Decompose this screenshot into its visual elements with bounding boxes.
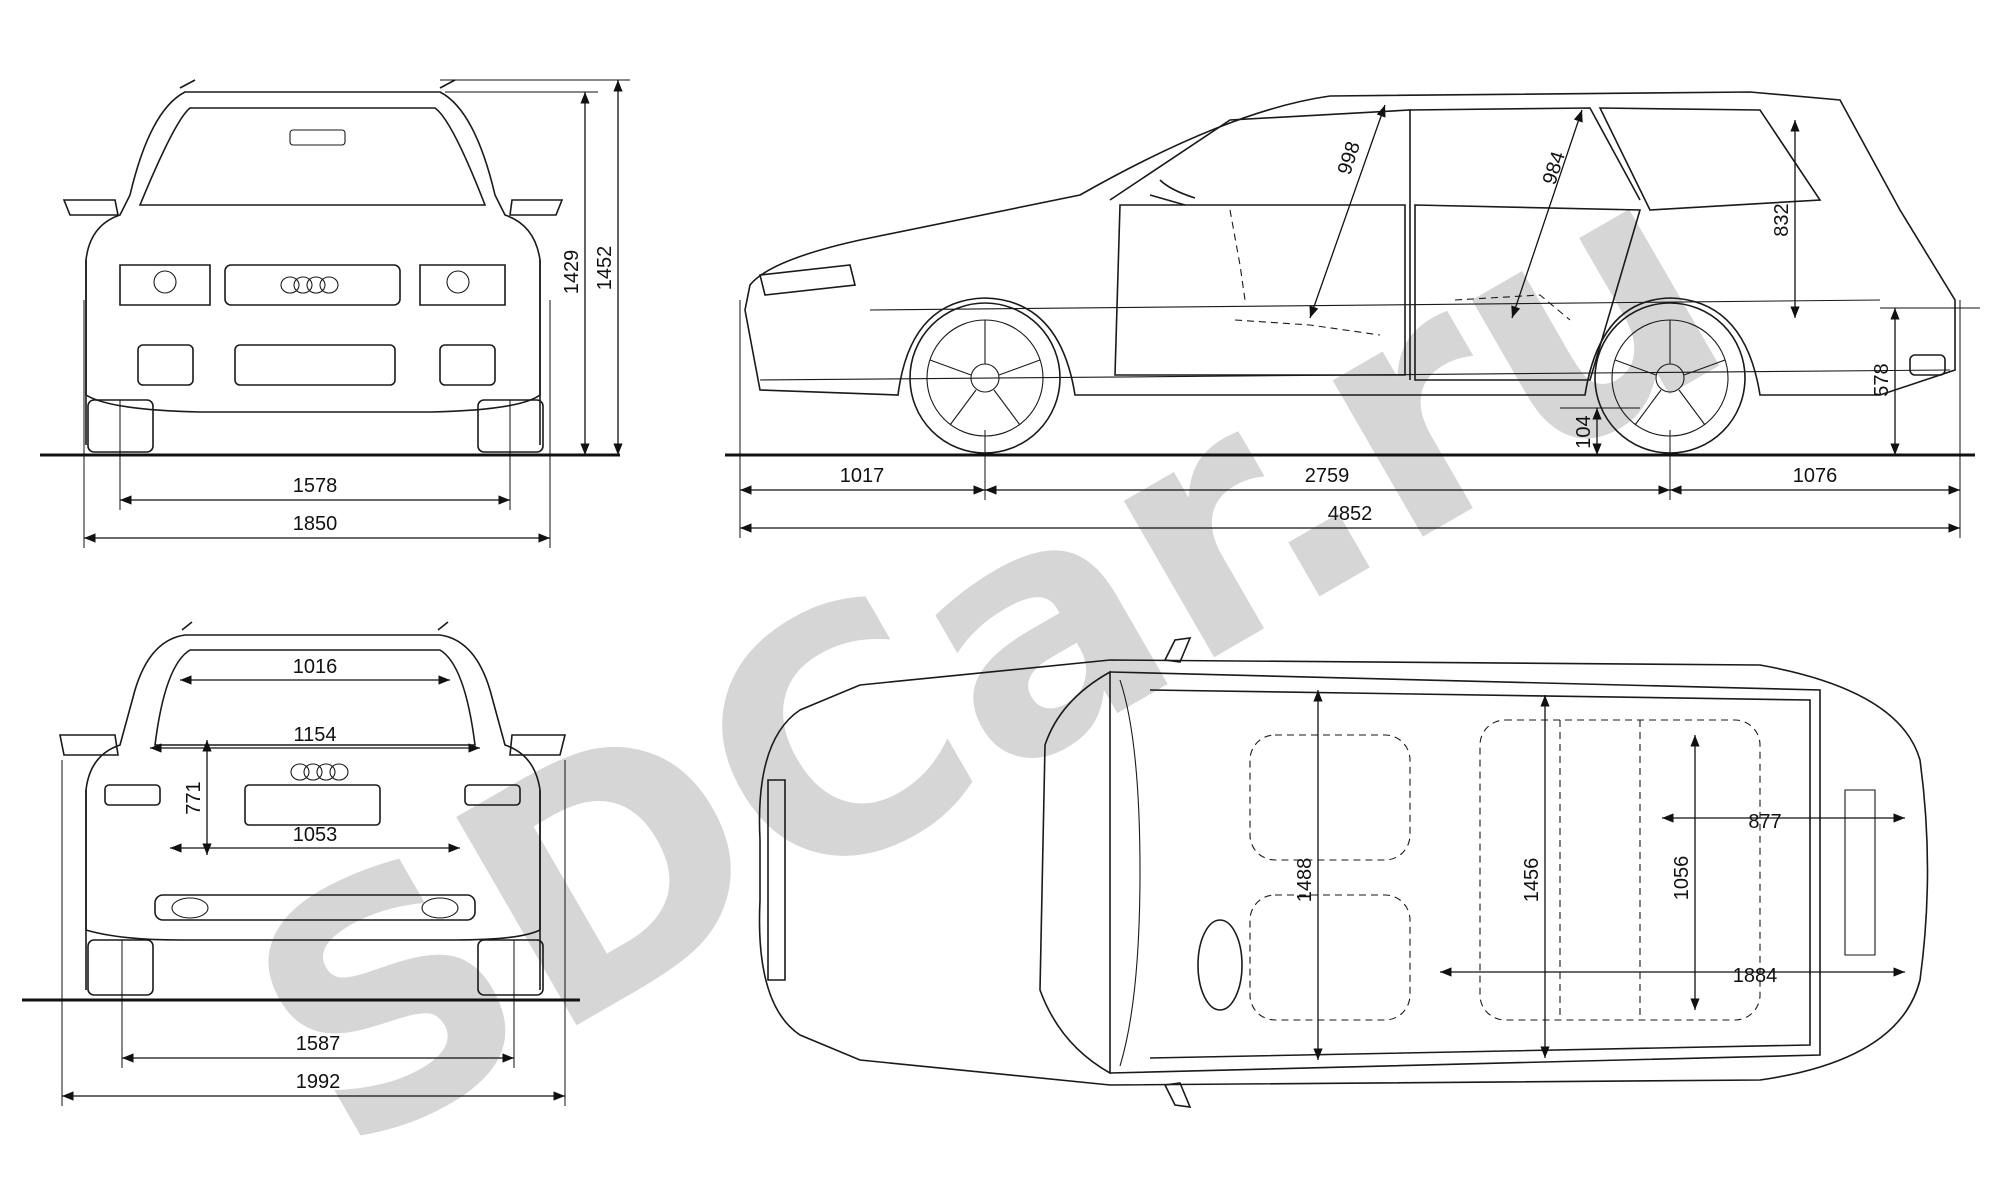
dim-rear-roof-width: 1016 — [293, 656, 338, 678]
dim-trunk-length: 877 — [1748, 811, 1781, 833]
front-view — [62, 79, 564, 453]
dim-front-width: 1850 — [293, 513, 338, 535]
watermark: SDCar.ru — [192, 87, 1783, 1200]
dim-rear-opening-width: 1154 — [293, 724, 336, 746]
dim-rear-track: 1587 — [296, 1033, 341, 1055]
dim-height-1: 1429 — [561, 250, 583, 295]
dim-wheelbase: 2759 — [1305, 465, 1350, 487]
dim-shoulder-width-rear: 1456 — [1521, 858, 1543, 903]
dim-front-overhang: 1017 — [840, 465, 885, 487]
dim-width-mirrors: 1992 — [296, 1071, 341, 1093]
dim-load-length: 1884 — [1733, 965, 1778, 987]
dims-front-view: 1578 1850 1429 1452 — [83, 79, 630, 548]
dim-headroom-front: 998 — [1334, 139, 1365, 178]
dim-tailgate-height: 832 — [1771, 203, 1793, 236]
dim-trunk-width: 1056 — [1671, 856, 1693, 901]
dim-rear-opening-height: 771 — [183, 781, 205, 814]
dims-top-view: 1488 1456 1056 877 1884 — [1294, 690, 1905, 1060]
dim-front-track: 1578 — [293, 475, 338, 497]
dims-rear-view: 1016 1154 1053 771 1587 1992 — [61, 656, 566, 1106]
dim-rear-bumper-width: 1053 — [293, 824, 338, 846]
dim-length: 4852 — [1328, 503, 1373, 525]
dim-height-2: 1452 — [594, 246, 616, 291]
dim-rear-overhang: 1076 — [1793, 465, 1838, 487]
dim-loading-height: 578 — [1871, 363, 1893, 396]
dim-shoulder-width-front: 1488 — [1294, 858, 1316, 903]
watermark-text: SDCar.ru — [192, 87, 1783, 1200]
dim-ground-clearance: 104 — [1573, 415, 1595, 448]
rear-view — [59, 621, 567, 996]
dims-side-view: 1017 2759 1076 4852 998 984 832 578 104 — [739, 104, 1980, 538]
top-view — [758, 637, 1929, 1108]
